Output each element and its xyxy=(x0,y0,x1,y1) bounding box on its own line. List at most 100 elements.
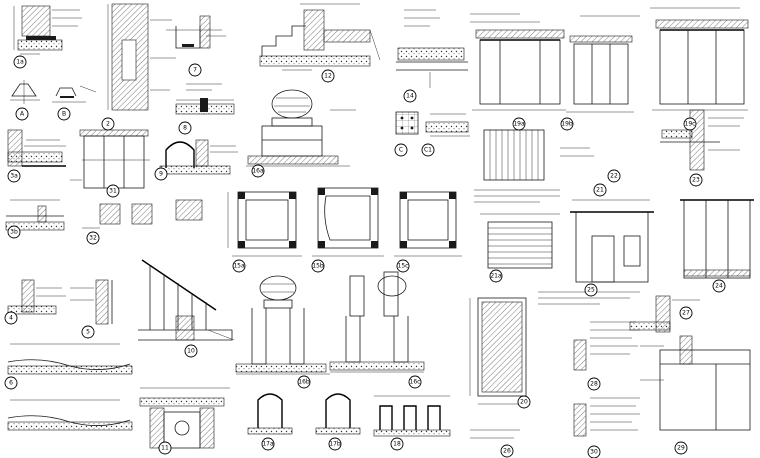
detail-callout-label: 19a xyxy=(513,121,525,128)
detail-callout-d33: 16b xyxy=(297,375,311,389)
detail-29-drawing xyxy=(640,335,751,431)
detail-callout-circle xyxy=(178,121,192,135)
detail-3b-drawing xyxy=(5,199,65,231)
detail-callout-d12: 19b xyxy=(560,117,574,131)
detail-callout-d24: 22 xyxy=(607,169,621,183)
detail-27-drawing xyxy=(629,295,700,333)
detail-callout-circle xyxy=(4,376,18,390)
detail-16c-drawing xyxy=(329,271,425,373)
detail-callout-d9: C xyxy=(394,143,408,157)
detail-6-drawing xyxy=(7,343,133,431)
detail-callout-circle xyxy=(712,279,726,293)
general-notes-block xyxy=(474,189,640,305)
detail-4-drawing xyxy=(7,279,66,315)
detail-3a-drawing xyxy=(7,129,66,167)
detail-callout-label: 20 xyxy=(520,399,528,406)
detail-23-drawing xyxy=(660,109,744,171)
detail-19b-drawing xyxy=(566,15,640,113)
detail-callout-label: 4 xyxy=(9,315,13,322)
detail-callout-label: 21 xyxy=(596,187,604,194)
detail-callout-d13: 19c xyxy=(683,117,697,131)
detail-callout-label: 5 xyxy=(86,329,90,336)
detail-callout-d1: 1a xyxy=(13,55,27,69)
detail-callout-label: 16a xyxy=(252,168,264,175)
detail-callout-d25: 23 xyxy=(689,173,703,187)
detail-callout-circle xyxy=(251,164,265,178)
detail-callout-label: 16c xyxy=(410,379,421,386)
detail-8-drawing xyxy=(175,83,235,115)
detail-16a-drawing xyxy=(246,89,356,167)
detail-callout-d17: 9 xyxy=(154,167,168,181)
detail-callout-d29: 27 xyxy=(679,306,693,320)
detail-callout-circle xyxy=(584,283,598,297)
detail-28-drawing xyxy=(573,321,640,371)
detail-callout-circle xyxy=(86,231,100,245)
detail-7-drawing xyxy=(166,15,226,49)
detail-callout-label: 29 xyxy=(677,445,685,452)
detail-15b-drawing xyxy=(312,187,384,257)
detail-callout-d5: 7 xyxy=(188,63,202,77)
detail-callout-d34: 16c xyxy=(408,375,422,389)
detail-callout-label: 31 xyxy=(109,188,117,195)
detail-callout-label: 25 xyxy=(587,287,595,294)
detail-callout-label: C xyxy=(399,147,403,154)
detail-callout-label: 26 xyxy=(503,448,511,455)
detail-callout-d16: 31 xyxy=(106,184,120,198)
detail-callout-circle xyxy=(500,444,514,458)
detail-callout-d35: 20 xyxy=(517,395,531,409)
detail-callout-circle xyxy=(261,437,275,451)
detail-callout-circle xyxy=(421,143,435,157)
detail-callout-d14: 16a xyxy=(251,164,265,178)
detail-callout-d43: 30 xyxy=(587,445,601,458)
detail-callout-circle xyxy=(593,183,607,197)
detail-callout-d15: 3a xyxy=(7,169,21,183)
detail-12-drawing xyxy=(259,3,381,71)
detail-callout-d7: 12 xyxy=(321,69,335,83)
detail-callout-label: 11 xyxy=(161,445,169,452)
detail-callout-d11: 19a xyxy=(512,117,526,131)
detail-callout-label: 18 xyxy=(393,441,401,448)
detail-callout-d18: 3b xyxy=(7,225,21,239)
detail-callout-circle xyxy=(679,306,693,320)
detail-callout-circle xyxy=(390,437,404,451)
detail-callout-label: 6 xyxy=(9,380,13,387)
detail-callout-circle xyxy=(587,377,601,391)
detail-callout-circle xyxy=(297,375,311,389)
detail-callout-d22: 15c xyxy=(396,259,410,273)
detail-a-drawing xyxy=(10,80,40,104)
detail-callout-label: 22 xyxy=(610,173,618,180)
detail-c-drawing xyxy=(395,111,419,135)
detail-callout-circle xyxy=(7,169,21,183)
detail-1a-drawing xyxy=(13,5,82,55)
detail-19a-drawing xyxy=(470,13,566,111)
detail-callout-d23: 21 xyxy=(593,183,607,197)
detail-c1-drawing xyxy=(425,113,470,137)
detail-15a-drawing xyxy=(227,191,302,257)
detail-callout-circle xyxy=(7,225,21,239)
detail-callout-label: 16b xyxy=(298,379,310,386)
detail-callout-circle xyxy=(512,117,526,131)
detail-callout-circle xyxy=(321,69,335,83)
detail-callout-d10: C1 xyxy=(421,143,435,157)
detail-callout-d2: A xyxy=(15,107,29,121)
detail-callout-d44: 29 xyxy=(674,441,688,455)
detail-callout-circle xyxy=(489,269,503,283)
detail-callout-label: 3b xyxy=(10,229,18,236)
detail-callout-d28: 24 xyxy=(712,279,726,293)
detail-callout-circle xyxy=(188,63,202,77)
detail-callout-circle xyxy=(4,311,18,325)
detail-callout-label: 7 xyxy=(193,67,197,74)
detail-callout-label: B xyxy=(62,111,66,118)
detail-21a-drawing xyxy=(480,213,560,269)
detail-31-drawing xyxy=(70,129,150,189)
detail-callout-label: 15a xyxy=(233,263,245,270)
detail-callout-label: 1a xyxy=(16,59,24,66)
detail-callout-label: 32 xyxy=(89,235,97,242)
detail-callout-d30: 4 xyxy=(4,311,18,325)
detail-callout-d32: 10 xyxy=(184,344,198,358)
detail-callout-label: 9 xyxy=(159,171,163,178)
detail-9-drawing xyxy=(159,139,238,175)
detail-callout-circle xyxy=(15,107,29,121)
detail-10-drawing xyxy=(138,259,235,341)
detail-callout-label: 17b xyxy=(329,441,341,448)
